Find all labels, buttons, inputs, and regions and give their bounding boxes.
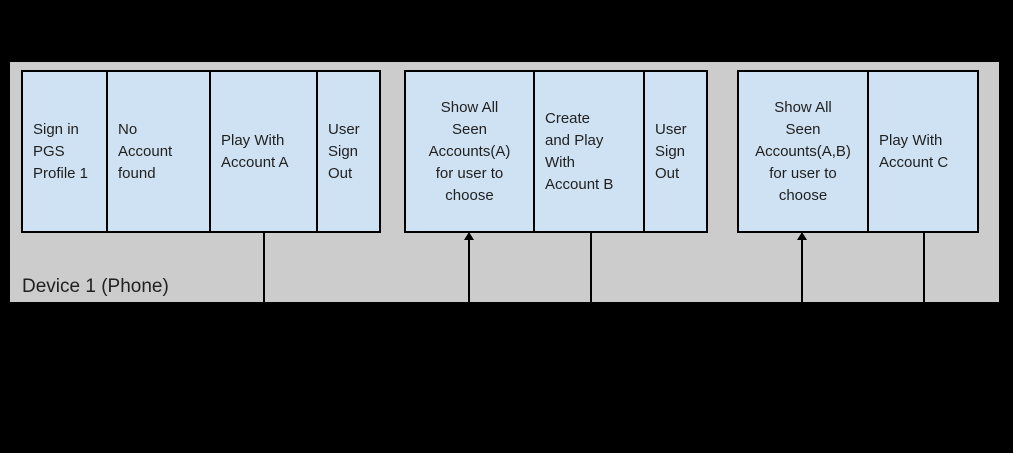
connector-line-create-and-play-with-account-b <box>590 233 592 302</box>
state-group-second-session: Show All Seen Accounts(A) for user to ch… <box>404 70 708 233</box>
state-box-user-sign-out-1: User Sign Out <box>316 70 381 233</box>
connector-arrow-show-all-seen-accounts-a <box>468 239 470 302</box>
device-lane: Sign in PGS Profile 1 No Account found P… <box>10 62 999 302</box>
state-box-no-account-found: No Account found <box>106 70 211 233</box>
state-group-first-session: Sign in PGS Profile 1 No Account found P… <box>21 70 381 233</box>
state-box-show-all-seen-accounts-a-b: Show All Seen Accounts(A,B) for user to … <box>737 70 869 233</box>
state-group-third-session: Show All Seen Accounts(A,B) for user to … <box>737 70 979 233</box>
state-box-show-all-seen-accounts-a: Show All Seen Accounts(A) for user to ch… <box>404 70 535 233</box>
arrow-up-icon <box>797 232 807 240</box>
arrow-up-icon <box>464 232 474 240</box>
connector-arrow-show-all-seen-accounts-a-b <box>801 239 803 302</box>
connector-line-play-with-account-a <box>263 233 265 302</box>
state-box-create-and-play-with-account-b: Create and Play With Account B <box>533 70 645 233</box>
state-box-sign-in-pgs-profile-1: Sign in PGS Profile 1 <box>21 70 108 233</box>
device-lane-label: Device 1 (Phone) <box>22 276 169 297</box>
state-box-play-with-account-c: Play With Account C <box>867 70 979 233</box>
connector-line-play-with-account-c <box>923 233 925 302</box>
state-box-play-with-account-a: Play With Account A <box>209 70 318 233</box>
state-box-user-sign-out-2: User Sign Out <box>643 70 708 233</box>
